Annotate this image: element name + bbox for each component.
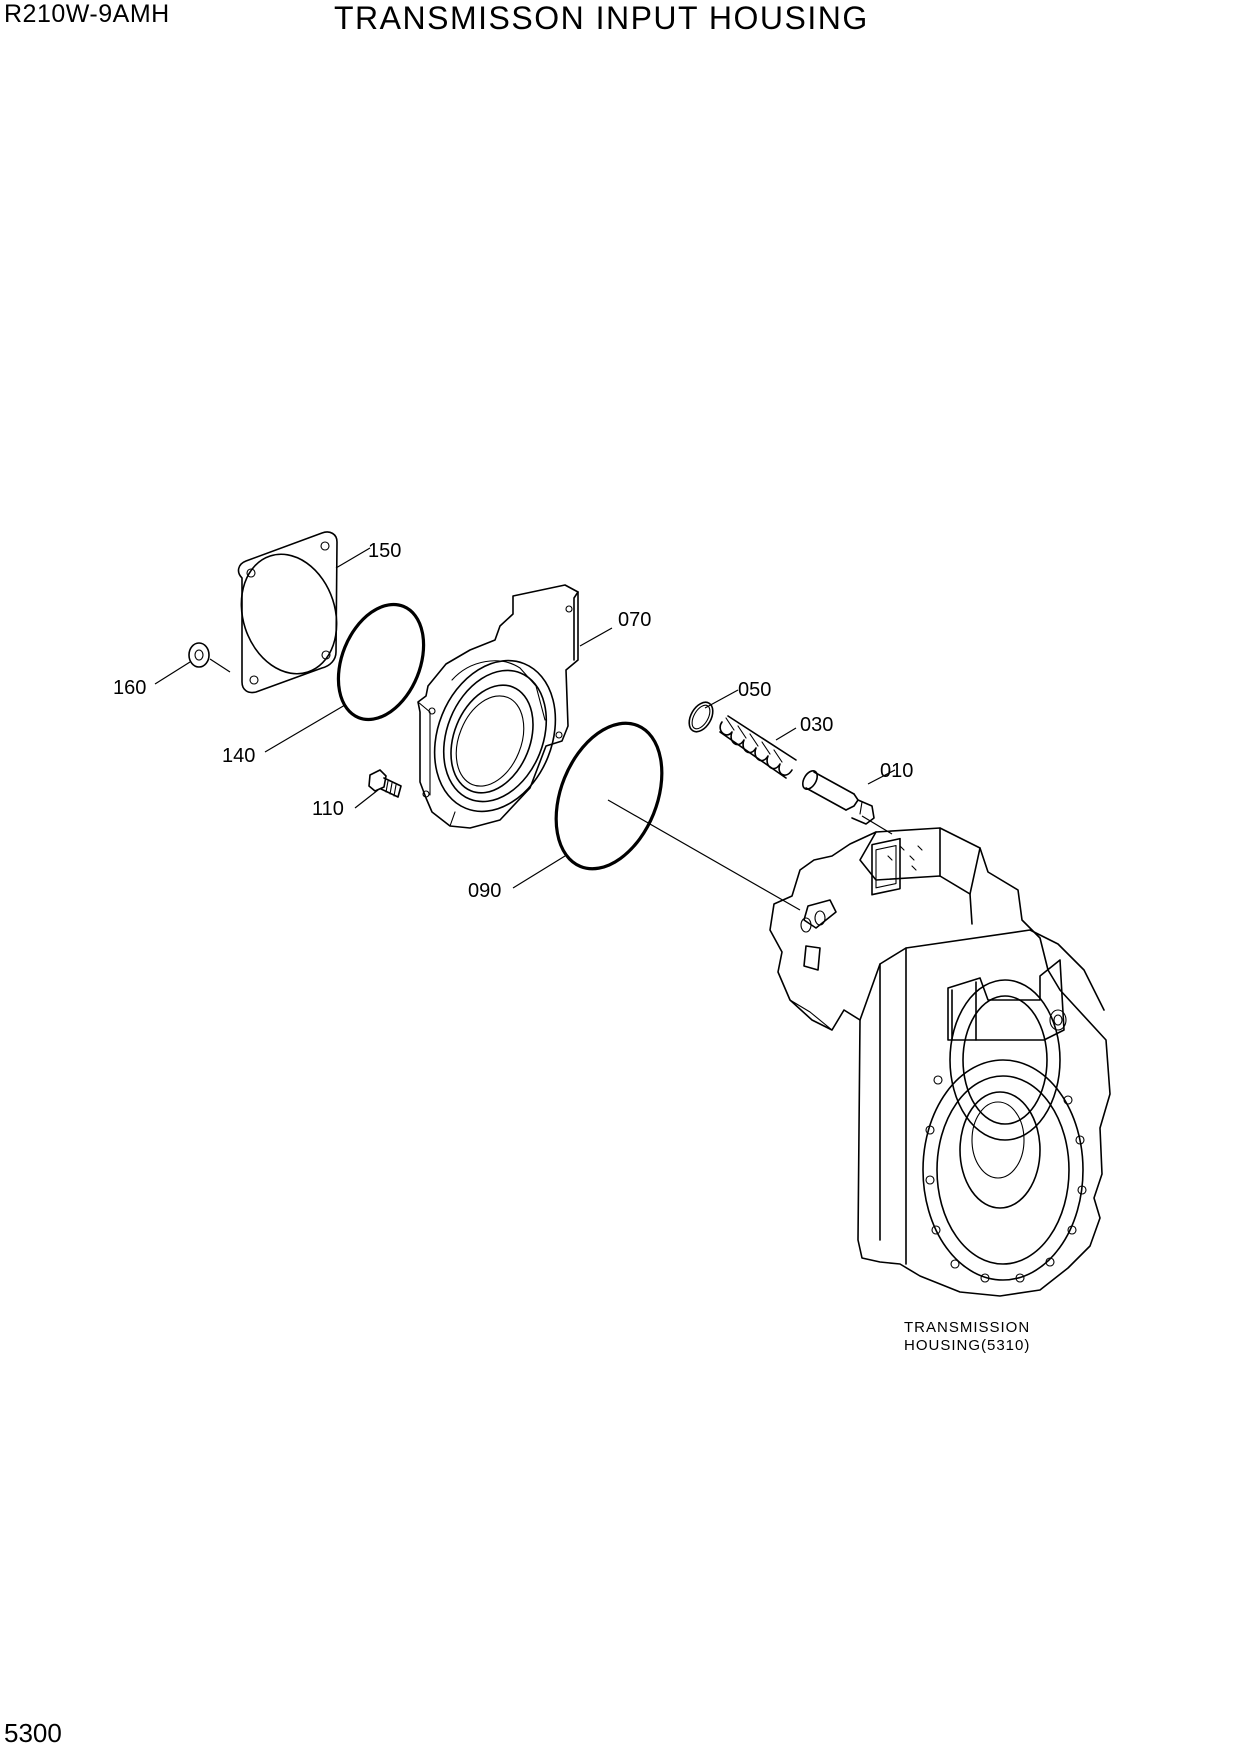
- model-code: R210W-9AMH: [4, 0, 170, 28]
- callout-010: 010: [880, 760, 913, 782]
- page-number: 5300: [4, 1718, 62, 1748]
- gasket-icon: [237, 531, 338, 694]
- callout-030: 030: [800, 714, 833, 736]
- reference-line-1: TRANSMISSION: [904, 1319, 1030, 1336]
- transmission-housing-icon: [769, 827, 1111, 1297]
- valve-pin-icon: [801, 770, 875, 825]
- callout-090: 090: [468, 880, 501, 902]
- callout-050: 050: [738, 679, 771, 701]
- callout-070: 070: [618, 609, 651, 631]
- callout-140: 140: [222, 745, 255, 767]
- washer-icon: [188, 642, 210, 668]
- callout-150: 150: [368, 540, 401, 562]
- page-title: TRANSMISSON INPUT HOUSING: [334, 0, 869, 36]
- reference-line-2: HOUSING(5310): [904, 1337, 1030, 1354]
- o-ring-icon-140: [336, 602, 426, 722]
- o-ring-icon-090: [554, 721, 664, 871]
- spring-icon: [719, 715, 797, 779]
- bolt-icon: [368, 769, 402, 798]
- leader-lines: [154, 547, 896, 911]
- o-ring-icon-050: [688, 701, 714, 733]
- input-cover-icon: [417, 584, 579, 829]
- callout-160: 160: [113, 677, 146, 699]
- callout-110: 110: [312, 798, 344, 820]
